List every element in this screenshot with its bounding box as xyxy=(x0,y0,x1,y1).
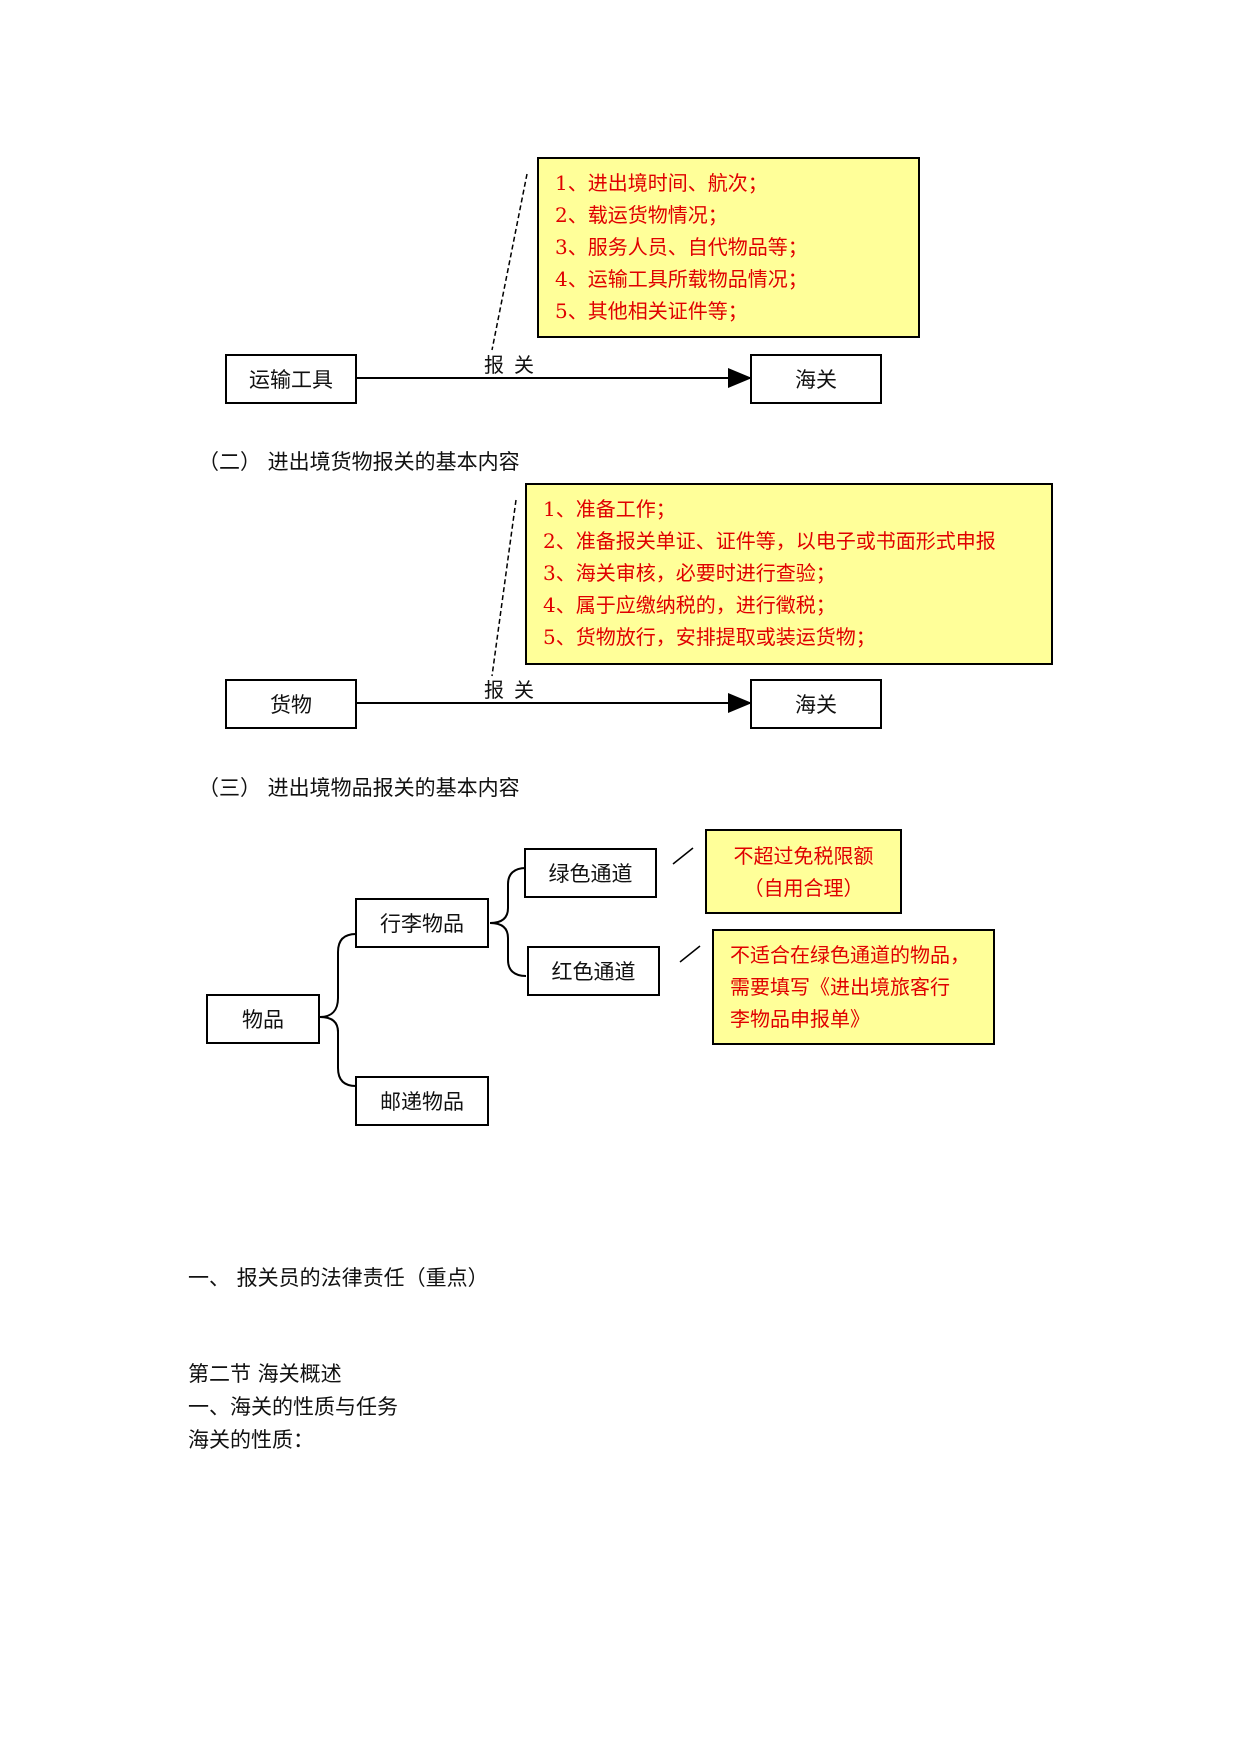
red-channel-box: 红色通道 xyxy=(527,946,660,996)
articles-root-box: 物品 xyxy=(206,994,320,1044)
callout-line-red xyxy=(679,945,701,963)
callout-line-2 xyxy=(491,499,517,677)
callout-line-1 xyxy=(491,173,528,351)
customs-box-2: 海关 xyxy=(750,679,882,729)
goods-note-line-2: 2、准备报关单证、证件等，以电子或书面形式申报 xyxy=(543,529,996,553)
goods-note-line-1: 1、准备工作； xyxy=(543,497,676,521)
transport-note-line-2: 2、载运货物情况； xyxy=(555,203,728,227)
legal-responsibility-heading: 一、 报关员的法律责任（重点） xyxy=(188,1266,489,1290)
customs-nature-label: 海关的性质： xyxy=(188,1428,314,1452)
green-channel-box: 绿色通道 xyxy=(524,848,657,898)
goods-note-line-3: 3、海关审核，必要时进行查验； xyxy=(543,561,836,585)
bracket-luggage xyxy=(489,867,527,977)
green-channel-note: 不超过免税限额 （自用合理） xyxy=(705,829,902,914)
section-title: 第二节 海关概述 xyxy=(188,1362,342,1386)
transport-note-line-4: 4、运输工具所载物品情况； xyxy=(555,267,808,291)
red-channel-note: 不适合在绿色通道的物品， 需要填写《进出境旅客行 李物品申报单》 xyxy=(712,929,995,1045)
red-note-line-2: 需要填写《进出境旅客行 xyxy=(730,975,950,999)
goods-note-box: 1、准备工作； 2、准备报关单证、证件等，以电子或书面形式申报 3、海关审核，必… xyxy=(525,483,1053,665)
bracket-root xyxy=(319,933,357,1087)
goods-note-line-5: 5、货物放行，安排提取或装运货物； xyxy=(543,625,876,649)
goods-box: 货物 xyxy=(225,679,357,729)
transport-note-box: 1、进出境时间、航次； 2、载运货物情况； 3、服务人员、自代物品等； 4、运输… xyxy=(537,157,920,338)
heading-articles-declaration: （三） 进出境物品报关的基本内容 xyxy=(198,776,520,800)
postal-items-box: 邮递物品 xyxy=(355,1076,489,1126)
red-note-line-1: 不适合在绿色通道的物品， xyxy=(730,943,970,967)
transport-note-line-5: 5、其他相关证件等； xyxy=(555,299,748,323)
heading-goods-declaration: （二） 进出境货物报关的基本内容 xyxy=(198,450,520,474)
subsection-title: 一、海关的性质与任务 xyxy=(188,1395,398,1419)
goods-note-line-4: 4、属于应缴纳税的，进行徵税； xyxy=(543,593,836,617)
green-note-line-1: 不超过免税限额 xyxy=(733,843,874,868)
arrow-label-declaration-2: 报关 xyxy=(484,678,544,702)
transport-note-line-3: 3、服务人员、自代物品等； xyxy=(555,235,808,259)
callout-line-green xyxy=(672,847,694,865)
transport-vehicle-box: 运输工具 xyxy=(225,354,357,404)
transport-note-line-1: 1、进出境时间、航次； xyxy=(555,171,768,195)
arrow-label-declaration-1: 报关 xyxy=(484,353,544,377)
luggage-box: 行李物品 xyxy=(355,898,489,948)
customs-box-1: 海关 xyxy=(750,354,882,404)
green-note-line-2: （自用合理） xyxy=(743,875,864,900)
red-note-line-3: 李物品申报单》 xyxy=(730,1007,870,1031)
